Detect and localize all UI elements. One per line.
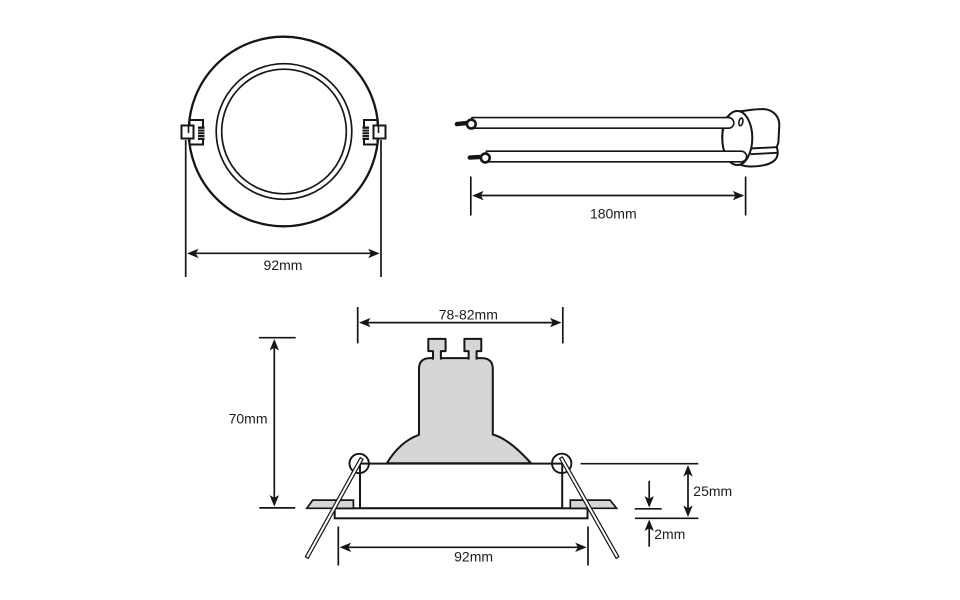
svg-text:92mm: 92mm [454, 548, 493, 564]
svg-text:70mm: 70mm [229, 411, 268, 427]
svg-text:78-82mm: 78-82mm [439, 306, 498, 322]
svg-text:92mm: 92mm [264, 257, 303, 273]
svg-text:25mm: 25mm [693, 483, 732, 499]
svg-text:2mm: 2mm [654, 526, 685, 542]
svg-text:180mm: 180mm [590, 205, 637, 221]
